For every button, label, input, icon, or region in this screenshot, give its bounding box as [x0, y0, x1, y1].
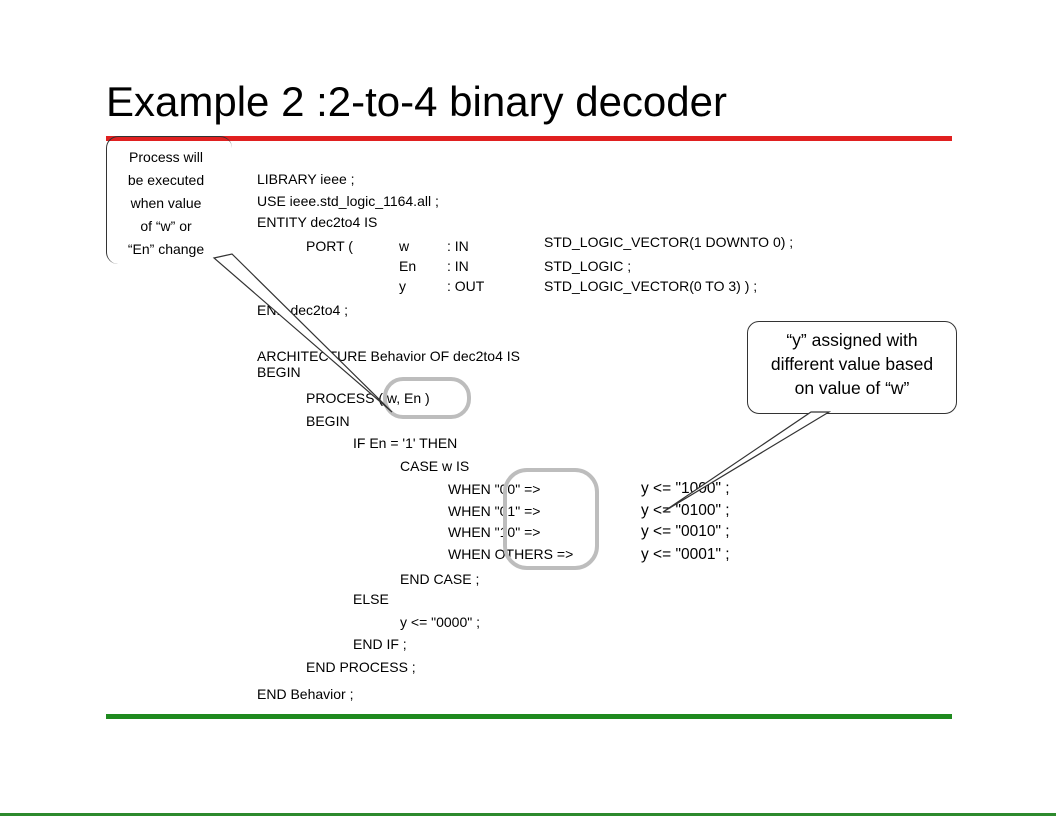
left-callout-pointer — [212, 253, 393, 413]
code-process: PROCESS ( w, En ) — [306, 390, 430, 406]
port-type: STD_LOGIC_VECTOR(1 DOWNTO 0) ; — [544, 234, 794, 250]
port-name: En — [399, 258, 417, 274]
left-callout-line: be executed — [127, 172, 205, 188]
slide-title: Example 2 :2-to-4 binary decoder — [106, 78, 727, 125]
left-callout-frame — [106, 136, 232, 264]
code-case: CASE w IS — [400, 458, 470, 474]
when-values-highlight — [503, 468, 599, 570]
code-when: WHEN "00" => — [448, 481, 541, 497]
title-divider-red — [106, 136, 952, 141]
code-end-arch: END Behavior ; — [257, 686, 354, 702]
port-type: STD_LOGIC ; — [544, 258, 632, 274]
right-callout-text: “y” assigned with different value based … — [747, 328, 957, 400]
code-begin: BEGIN — [257, 364, 301, 380]
right-callout-frame — [747, 321, 957, 414]
code-when-assign: y <= "0100" ; — [641, 502, 730, 519]
code-else: ELSE — [353, 591, 389, 607]
port-name: w — [399, 238, 410, 254]
right-callout-line: “y” assigned with — [786, 330, 918, 350]
code-else-assign: y <= "0000" ; — [400, 614, 480, 630]
code-when: WHEN "01" => — [448, 503, 541, 519]
left-callout-text: Process will be executed when value of “… — [108, 146, 224, 261]
code-when-assign: y <= "0001" ; — [641, 546, 730, 563]
port-type: STD_LOGIC_VECTOR(0 TO 3) ) ; — [544, 278, 758, 294]
left-callout-line: when value — [130, 195, 202, 211]
code-use: USE ieee.std_logic_1164.all ; — [257, 193, 439, 209]
code-end-if: END IF ; — [353, 636, 407, 652]
footer-line — [0, 813, 1056, 816]
code-entity: ENTITY dec2to4 IS — [257, 214, 378, 230]
code-end-case: END CASE ; — [400, 571, 480, 587]
port-mode: : IN — [447, 258, 469, 274]
left-callout-line: Process will — [129, 149, 203, 165]
port-name: y — [399, 278, 406, 294]
process-sensitivity-highlight — [383, 377, 471, 419]
code-when-assign: y <= "0010" ; — [641, 523, 730, 540]
code-process-begin: BEGIN — [306, 413, 350, 429]
code-if: IF En = '1' THEN — [353, 435, 458, 451]
port-mode: : IN — [447, 238, 469, 254]
code-when: WHEN OTHERS => — [448, 546, 574, 562]
right-callout-pointer — [662, 411, 832, 513]
port-mode: : OUT — [447, 278, 485, 294]
left-callout-line: of “w” or — [140, 218, 192, 234]
left-callout-line: “En” change — [127, 241, 205, 257]
code-library: LIBRARY ieee ; — [257, 171, 355, 187]
code-port-open: PORT ( — [306, 238, 353, 254]
code-end-process: END PROCESS ; — [306, 659, 416, 675]
code-when: WHEN "10" => — [448, 524, 541, 540]
right-callout-line: different value based — [770, 354, 934, 374]
right-callout-line: on value of “w” — [794, 378, 910, 398]
bottom-divider-green — [106, 714, 952, 719]
